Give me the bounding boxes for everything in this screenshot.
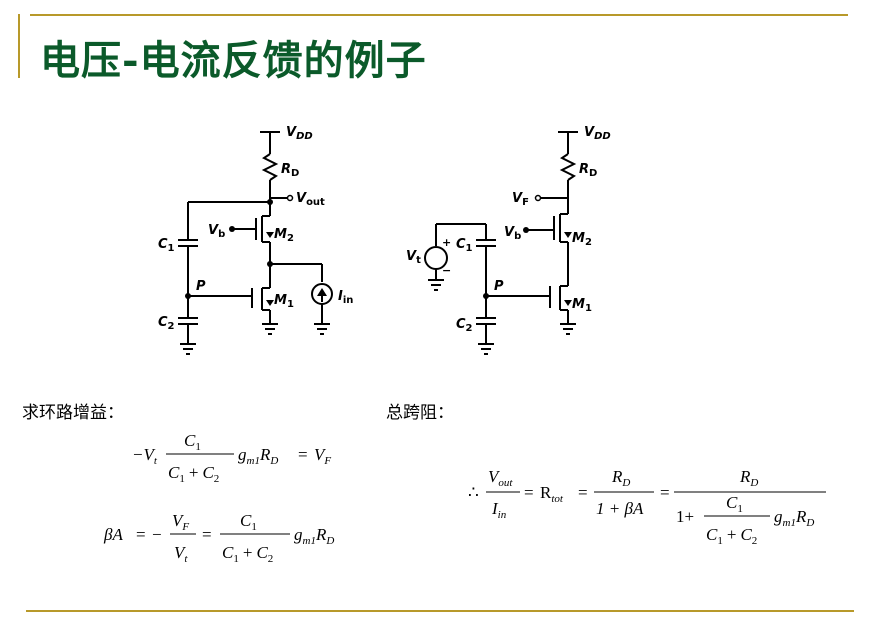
svg-text:=: = (578, 483, 588, 502)
svg-text:=: = (660, 483, 670, 502)
label-c1: C1 (456, 237, 473, 254)
loop-gain-equation-2: βA = − VF Vt = C1 C1+C2 gm1RD (103, 511, 334, 565)
transimpedance-label: 总跨阻： (386, 403, 454, 423)
svg-text:−: − (152, 525, 162, 544)
svg-text:Vt: Vt (174, 543, 188, 565)
arrow-icon (564, 232, 572, 238)
svg-text:1+: 1+ (676, 507, 694, 526)
node-dot (483, 293, 489, 299)
label-iin: Iin (338, 289, 353, 306)
left-rule (18, 14, 20, 78)
svg-text:gm1RD: gm1RD (294, 525, 334, 547)
svg-text:VF: VF (172, 511, 189, 533)
left-circuit-diagram: VDD RD Vout Vb M2 C1 P M1 Iin C2 (158, 125, 353, 355)
svg-text:−Vt: −Vt (132, 445, 158, 467)
label-vdd: VDD (584, 125, 611, 142)
label-p: P (494, 279, 504, 294)
svg-text:RD: RD (611, 467, 630, 489)
node-dot (523, 227, 529, 233)
svg-text:C1+C2: C1+C2 (222, 543, 273, 565)
loop-gain-equation-1: −Vt C1 C1+C2 gm1RD = VF (132, 431, 331, 485)
svg-text:=: = (524, 483, 534, 502)
transimpedance-equation: ∴ Vout Iin = Rtot = RD 1 + βA = RD 1+ C1… (468, 467, 826, 547)
label-c2: C2 (456, 317, 473, 334)
svg-text:=: = (136, 525, 146, 544)
svg-text:C1: C1 (240, 511, 257, 533)
label-minus: − (442, 264, 451, 277)
feedback-terminal (534, 194, 542, 202)
node-dot (267, 261, 273, 267)
svg-text:C1+C2: C1+C2 (706, 525, 757, 547)
node-dot (229, 226, 235, 232)
label-vb: Vb (504, 225, 521, 242)
svg-text:Iin: Iin (491, 499, 507, 521)
svg-text:RD: RD (739, 467, 758, 489)
svg-text:gm1RD: gm1RD (774, 507, 814, 529)
label-c1: C1 (158, 237, 175, 254)
label-vb: Vb (208, 223, 225, 240)
arrow-icon (266, 300, 274, 306)
label-rd: RD (579, 162, 597, 179)
svg-text:Rtot: Rtot (540, 483, 564, 505)
label-vf: VF (512, 191, 529, 208)
label-m1: M1 (274, 293, 294, 310)
svg-text:Vout: Vout (488, 467, 513, 489)
label-m2: M2 (274, 227, 294, 244)
label-vout: Vout (296, 191, 325, 208)
svg-text:C1+C2: C1+C2 (168, 463, 219, 485)
label-p: P (196, 279, 206, 294)
label-vdd: VDD (286, 125, 313, 142)
label-plus: + (442, 236, 451, 249)
output-terminal (286, 194, 294, 202)
svg-text:1 + βA: 1 + βA (596, 499, 644, 518)
current-source-arrow-icon (317, 288, 327, 296)
svg-text:C1: C1 (726, 493, 743, 515)
arrow-icon (266, 232, 274, 238)
svg-text:=: = (298, 445, 308, 464)
label-c2: C2 (158, 315, 175, 332)
svg-text:∴: ∴ (468, 483, 479, 502)
bottom-rule (26, 610, 854, 612)
label-m2: M2 (572, 231, 592, 248)
svg-text:VF: VF (314, 445, 331, 467)
node-dot (267, 199, 273, 205)
svg-text:=: = (202, 525, 212, 544)
svg-text:gm1RD: gm1RD (238, 445, 278, 467)
svg-text:C1: C1 (184, 431, 201, 453)
label-vt: Vt (406, 249, 421, 266)
label-m1: M1 (572, 297, 592, 314)
arrow-icon (564, 300, 572, 306)
svg-text:βA: βA (103, 525, 123, 544)
node-dot (185, 293, 191, 299)
right-circuit-diagram: VDD RD VF Vb M2 C1 Vt + − P M1 C2 (406, 125, 611, 355)
label-rd: RD (281, 162, 299, 179)
top-rule (30, 14, 848, 16)
slide-title: 电压-电流反馈的例子 (40, 37, 427, 84)
loop-gain-label: 求环路增益： (22, 403, 124, 423)
